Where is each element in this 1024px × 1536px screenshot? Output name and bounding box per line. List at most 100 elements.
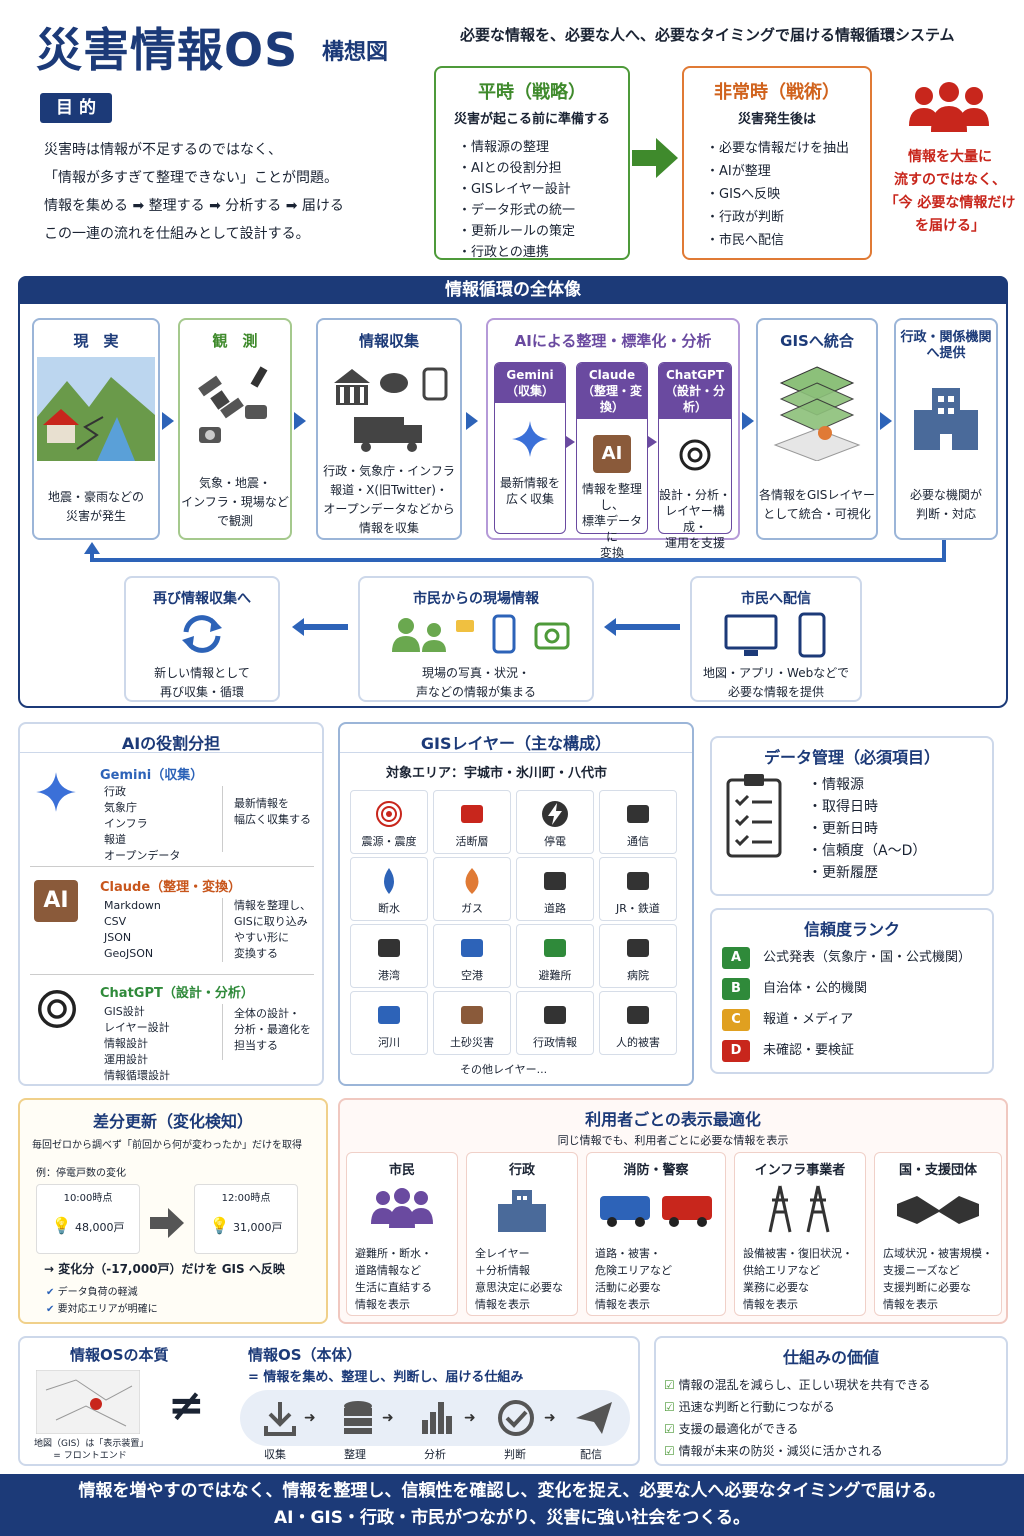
value-text: 支援の最適化ができる [678, 1422, 799, 1436]
arrow-right-icon: ➜ [544, 1410, 556, 1426]
river-icon [378, 1006, 400, 1024]
divider [30, 866, 314, 867]
check-circle-icon [498, 1400, 534, 1436]
list-item: 更新ルールの策定 [458, 221, 628, 242]
user-title: 行政 [508, 1163, 535, 1178]
list-item: 市民へ配信 [706, 229, 870, 252]
emergency-list: 必要な情報だけを抽出 AIが整理 GISへ反映 行政が判断 市民へ配信 [706, 137, 870, 252]
list-item: ・更新履歴 [808, 865, 878, 881]
desc-line: 危険エリアなど [595, 1264, 672, 1277]
user-card-national: 国・支援団体 広域状況・被害規模・支援ニーズなど支援判断に必要な情報を表示 [874, 1152, 1002, 1316]
flow-label: 収集 [264, 1448, 286, 1461]
step-desc: 設計・分析・レイヤー構成・運用を支援 [659, 487, 731, 551]
desc-line: 情報を表示 [743, 1298, 798, 1311]
bolt-icon [542, 801, 568, 827]
desc-line: 情報を表示 [355, 1298, 410, 1311]
check-icon: ☑ [664, 1400, 675, 1414]
page-title-suffix: 構想図 [322, 40, 389, 65]
antenna-icon [627, 805, 649, 823]
download-icon [264, 1402, 296, 1436]
os-title: 情報OS（本体） [248, 1346, 362, 1364]
drop-icon [384, 868, 394, 894]
layer-label: 河川 [378, 1036, 400, 1049]
desc-line: 広く収集 [505, 492, 554, 506]
role-item: GeoJSON [104, 947, 154, 960]
emergency-box: 非常時（戦術） 災害発生後は 必要な情報だけを抽出 AIが整理 GISへ反映 行… [682, 66, 872, 260]
desc-line: ＋分析情報 [475, 1264, 530, 1277]
user-card-fire-police: 消防・警察 道路・被害・危険エリアなど活動に必要な情報を表示 [586, 1152, 726, 1316]
road-icon [544, 872, 566, 890]
role-item: 情報循環設計 [104, 1069, 170, 1082]
user-desc: 避難所・断水・道路情報など生活に直結する情報を表示 [355, 1245, 453, 1313]
purpose-text: 災害時は情報が不足するのではなく、 「情報が多すぎて整理できない」ことが問題。 … [44, 136, 344, 248]
layer-tile: 病院 [599, 924, 677, 988]
cycle-header: 情報循環の全体像 [18, 276, 1008, 304]
diff-example: 例：停電戸数の変化 [36, 1168, 126, 1179]
chatgpt-step: ChatGPT（設計・分析） 設計・分析・レイヤー構成・運用を支援 [658, 362, 732, 550]
arrow-right-icon [294, 412, 306, 430]
desc-line: 意思決定に必要な [475, 1281, 563, 1294]
rank-badge: C [722, 1009, 750, 1031]
people-group-icon [909, 82, 989, 132]
arrow-right-icon: ➜ [304, 1410, 316, 1426]
layer-tile: 震源・震度 [350, 790, 428, 854]
peacetime-subtitle: 災害が起こる前に準備する [453, 112, 610, 127]
card-desc: 各情報をGISレイヤー として統合・可視化 [758, 486, 876, 524]
refresh-icon [182, 615, 222, 653]
layer-tile: 停電 [516, 790, 594, 854]
desc-line: 活動に必要な [595, 1281, 661, 1294]
desc-line: 現場の写真・状況・ [421, 666, 530, 680]
collect-card: 情報収集 行政・気象庁・インフラ 報道・X(旧Twitter)・ オープンデータ… [316, 318, 462, 540]
divider [222, 786, 223, 852]
rank-label: 報道・メディア [763, 1012, 854, 1027]
layer-label: 断水 [378, 902, 400, 915]
title-line: 行政・関係機関 [900, 330, 992, 345]
card-title: 行政・関係機関へ提供 [896, 330, 996, 362]
step-role: （設計・分析） [664, 384, 725, 414]
desc-line: 情報を整理し、 [234, 899, 311, 912]
footer-banner: 情報を増やすのではなく、情報を整理し、信頼性を確認し、変化を捉え、必要な人へ必要… [0, 1474, 1024, 1536]
gis-layers-icon [773, 366, 861, 462]
layer-label: 停電 [544, 835, 566, 848]
step-desc: 最新情報を広く収集 [495, 475, 565, 507]
panel-title: GISレイヤー（主な構成） [420, 734, 612, 753]
bar-chart-icon [422, 1402, 452, 1434]
arrow-right-icon [742, 412, 754, 430]
role-items: Markdown CSV JSON GeoJSON [104, 898, 161, 962]
layer-label: ガス [461, 902, 483, 915]
divider [340, 752, 692, 753]
divider [30, 974, 314, 975]
panel-title: 信頼度ランク [803, 920, 900, 939]
building-icon [544, 1006, 566, 1024]
desc-line: 運用を支援 [664, 536, 725, 550]
desc-line: 供給エリアなど [743, 1264, 820, 1277]
rank-label: 未確認・要検証 [763, 1043, 855, 1058]
peacetime-title: 平時（戦略） [478, 82, 586, 103]
desc-line: 設備被害・復旧状況・ [743, 1247, 853, 1260]
divider [20, 752, 322, 753]
desc-line: 判断・対応 [915, 507, 976, 521]
desc-line: 幅広く収集する [234, 813, 311, 826]
layer-label: 病院 [627, 969, 649, 982]
value-text: 迅速な判断と行動につながる [678, 1400, 835, 1414]
rank-list: A 公式発表（気象庁・国・公式機関） B 自治体・公的機関 C 報道・メディア … [722, 942, 971, 1066]
flow-label: 判断 [504, 1448, 526, 1461]
benefit-item: ✔ 要対応エリアが明確に [46, 1301, 158, 1318]
peacetime-list: 情報源の整理 AIとの役割分担 GISレイヤー設計 データ形式の統一 更新ルール… [458, 137, 628, 263]
rank-label: 自治体・公的機関 [763, 981, 868, 996]
after-box: 12:00時点 💡 31,000戸 [194, 1184, 298, 1254]
warning-line: 流すのではなく、 [894, 172, 1006, 188]
arrow-right-icon: ➜ [464, 1410, 476, 1426]
peacetime-box: 平時（戦略） 災害が起こる前に準備する 情報源の整理 AIとの役割分担 GISレ… [434, 66, 630, 260]
layer-tile: 土砂災害 [433, 991, 511, 1055]
value-text: 情報の混乱を減らし、正しい現状を共有できる [678, 1378, 931, 1392]
data-sources-icon [334, 367, 448, 452]
panel-title: AIの役割分担 [121, 734, 221, 753]
desc-line: 災害が発生 [65, 509, 126, 523]
check-icon: ☑ [664, 1422, 675, 1436]
list-item: AIが整理 [706, 160, 870, 183]
layer-tile: 通信 [599, 790, 677, 854]
trust-rank-panel: 信頼度ランク [710, 908, 994, 1074]
desc-line: 各情報をGISレイヤー [758, 488, 876, 502]
card-desc: 地図・アプリ・Webなどで 必要な情報を提供 [692, 664, 860, 702]
